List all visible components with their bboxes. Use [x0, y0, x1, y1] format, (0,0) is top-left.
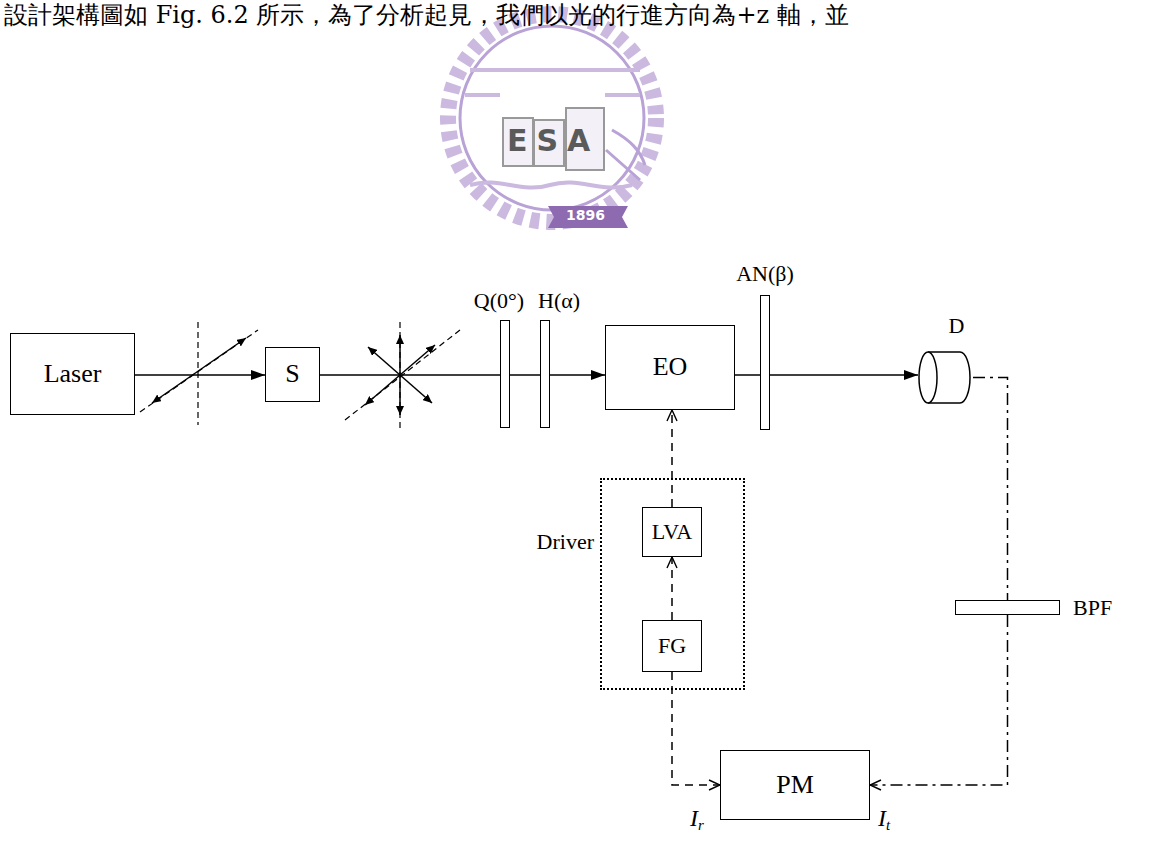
node-label: FG	[658, 634, 686, 658]
signal-connector	[671, 557, 673, 620]
signal-connector	[320, 374, 500, 376]
polarization-arrow	[152, 338, 246, 403]
signal-connector	[510, 374, 540, 376]
detector-outline	[918, 350, 973, 405]
signal-connector	[770, 374, 918, 376]
node-label: Driver	[537, 530, 594, 554]
detector-face	[919, 352, 937, 403]
signal-connector	[735, 374, 760, 376]
node-label: H(α)	[538, 289, 580, 313]
logo-inner-ring	[460, 26, 644, 210]
signal-name: Ir	[688, 805, 706, 834]
logo-letters: ESA	[507, 124, 599, 157]
logo-banner	[548, 206, 628, 228]
unpolarized-symbol	[345, 322, 460, 430]
node-label: Laser	[44, 360, 102, 389]
laser-box: Laser	[10, 333, 135, 415]
node-label: AN(β)	[736, 262, 794, 286]
signal-connector	[671, 410, 673, 507]
logo-gear-ring	[448, 14, 656, 222]
signal-connector	[135, 374, 265, 376]
university-logo	[448, 14, 656, 228]
body-text: 設計架構圖如 Fig. 6.2 所示，為了分析起見，我們以光的行進方向為+z 軸…	[4, 2, 849, 28]
logo-wave	[470, 182, 632, 187]
signal-connector	[870, 615, 1008, 785]
logo-lines	[465, 70, 640, 95]
node-label: LVA	[652, 520, 692, 544]
function-generator-box: FG	[642, 620, 702, 672]
detector: D	[918, 350, 973, 405]
bandpass-filter: BPF	[955, 600, 1060, 615]
node-label: BPF	[1073, 595, 1112, 619]
dashed-axis	[140, 330, 258, 412]
signal-connector	[973, 378, 1008, 601]
logo-wave	[606, 130, 645, 180]
node-label: S	[285, 360, 299, 389]
electro-optic-box: EO	[605, 325, 735, 410]
node-label: EO	[653, 353, 688, 382]
node-label: PM	[776, 771, 814, 800]
signal-connector	[550, 374, 605, 376]
source-box: S	[265, 347, 320, 402]
node-label: D	[949, 314, 965, 338]
dashed-axis	[197, 322, 198, 425]
signal-name: It	[876, 805, 892, 834]
quarter-wave-plate: Q(0°)	[500, 320, 510, 428]
half-wave-plate: H(α)	[540, 320, 550, 428]
driver-group: DriverLVAFG	[600, 478, 745, 690]
logo-year: 1896	[566, 208, 605, 223]
node-label: Q(0°)	[474, 289, 524, 313]
linear-polarization-symbol	[140, 322, 258, 425]
amplifier-box: LVA	[642, 507, 702, 557]
analyzer-plate: AN(β)	[760, 295, 770, 430]
phase-meter-box: PM	[720, 750, 870, 820]
